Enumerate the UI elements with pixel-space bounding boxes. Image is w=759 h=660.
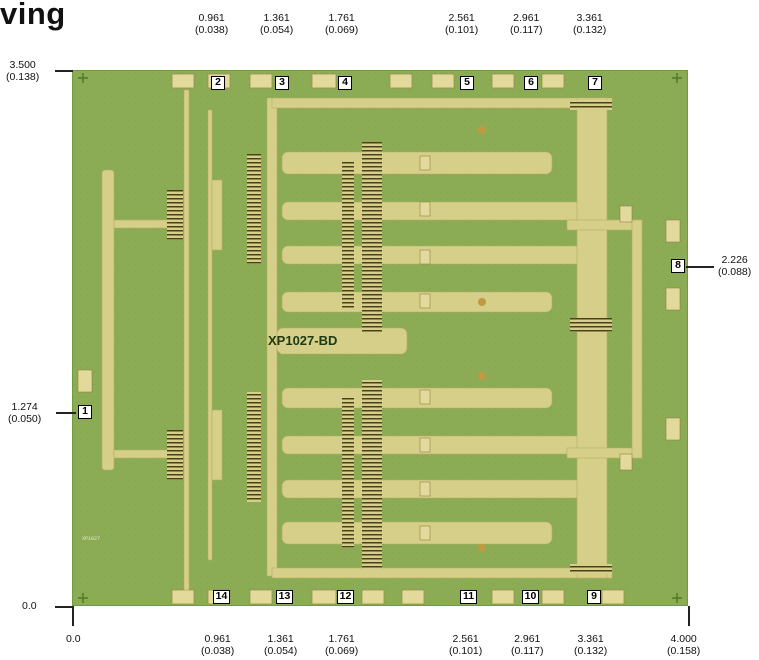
bottom-dim-pad10: 2.961(0.117): [511, 633, 544, 657]
bottom-dim-pad9: 3.361(0.132): [574, 633, 608, 657]
pad-2-label: 2: [211, 76, 225, 90]
part-number-label: XP1027-BD: [268, 333, 338, 348]
pad-3-label: 3: [275, 76, 289, 90]
bottom-dim-pad12: 1.761(0.069): [325, 633, 359, 657]
left-top-tick: [55, 70, 73, 72]
right-x-end-tick: [688, 606, 690, 626]
bottom-dim-pad13: 1.361(0.054): [264, 633, 298, 657]
right-pad8-tick: [686, 266, 714, 268]
origin-y-tick: [55, 606, 73, 608]
right-dim-pad8: 2.226(0.088): [718, 254, 752, 278]
bottom-dim-pad11: 2.561(0.101): [449, 633, 483, 657]
pad-7-label: 7: [588, 76, 602, 90]
left-pad1-tick: [56, 412, 76, 414]
top-dim-pad6: 2.961(0.117): [510, 12, 543, 36]
pad-5-label: 5: [460, 76, 474, 90]
pad-1-label: 1: [78, 405, 92, 419]
top-dim-pad4: 1.761(0.069): [325, 12, 359, 36]
pad-4-label: 4: [338, 76, 352, 90]
top-dim-pad2: 0.961(0.038): [195, 12, 229, 36]
pad-10-label: 10: [522, 590, 539, 604]
pad-9-label: 9: [587, 590, 601, 604]
pad-6-label: 6: [524, 76, 538, 90]
bottom-dim-pad14: 0.961(0.038): [201, 633, 235, 657]
origin-x-label: 0.0: [66, 633, 81, 645]
x-end-dim: 4.000(0.158): [667, 633, 701, 657]
die-photo: XP1027: [72, 70, 688, 606]
top-dim-pad7: 3.361(0.132): [573, 12, 607, 36]
page-heading: ving: [0, 0, 66, 31]
svg-text:XP1027: XP1027: [82, 536, 100, 542]
pad-12-label: 12: [337, 590, 354, 604]
top-dim-pad5: 2.561(0.101): [445, 12, 479, 36]
origin-x-tick: [72, 606, 74, 626]
pad-11-label: 11: [460, 590, 477, 604]
pad-13-label: 13: [276, 590, 293, 604]
left-dim-top: 3.500(0.138): [6, 59, 40, 83]
pad-14-label: 14: [213, 590, 230, 604]
origin-y-label: 0.0: [22, 600, 37, 612]
pad-8-label: 8: [671, 259, 685, 273]
left-dim-pad1: 1.274(0.050): [8, 401, 42, 425]
top-dim-pad3: 1.361(0.054): [260, 12, 294, 36]
